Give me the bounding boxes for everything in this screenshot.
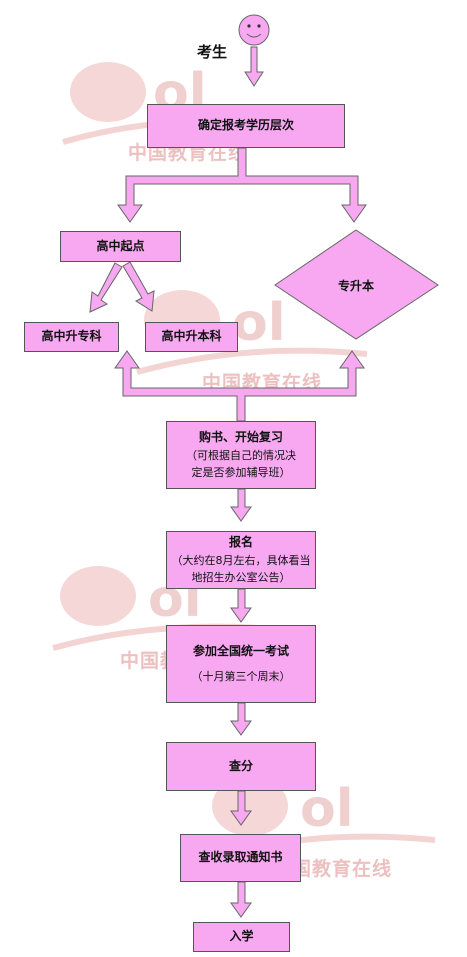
- node-label: 查收录取通知书: [198, 850, 283, 865]
- node-hs-to-junior: 高中升专科: [24, 322, 119, 352]
- node-label: 查分: [228, 758, 253, 773]
- arrow-down: [230, 790, 252, 826]
- arrow-down: [230, 588, 252, 623]
- node-enroll: 入学: [193, 922, 290, 952]
- node-label: 入学: [229, 929, 254, 944]
- node-junior-to-bachelor: 专升本: [274, 229, 439, 340]
- node-highschool-start: 高中起点: [60, 231, 181, 262]
- node-hs-to-bachelor: 高中升本科: [145, 322, 238, 352]
- node-label: 参加全国统一考试: [192, 643, 289, 658]
- branch-connector: [117, 147, 367, 223]
- svg-text:ol: ol: [232, 293, 286, 353]
- node-note: （十月第三个周末）: [191, 670, 291, 684]
- start-label: 考生: [197, 43, 228, 61]
- node-label: 购书、开始复习: [198, 430, 283, 445]
- merge-connector: [114, 350, 365, 422]
- node-label: 专升本: [338, 278, 374, 293]
- arrow-down: [230, 702, 252, 736]
- arrow-diagonal-right: [122, 261, 155, 312]
- node-note: 定是否参加辅导班）: [191, 465, 291, 479]
- node-buy-books: 购书、开始复习 （可根据自己的情况决 定是否参加辅导班）: [166, 421, 316, 489]
- node-label: 确定报考学历层次: [197, 118, 294, 133]
- node-note: （大约在8月左右，具体看当: [171, 553, 311, 567]
- smiley-face-icon: [238, 14, 270, 46]
- arrow-down: [244, 46, 264, 87]
- node-label: 高中起点: [96, 238, 145, 253]
- node-note: （可根据自己的情况决: [186, 448, 296, 462]
- node-note: 地招生办公室公告）: [191, 570, 291, 584]
- node-label: 报名: [228, 535, 253, 550]
- watermark-text: 中国教育在线: [272, 858, 393, 880]
- arrow-down: [230, 488, 252, 522]
- node-admission: 查收录取通知书: [180, 834, 301, 882]
- node-label: 高中升专科: [41, 329, 102, 344]
- node-label: 高中升本科: [161, 329, 222, 344]
- node-determine-level: 确定报考学历层次: [147, 104, 345, 148]
- arrow-down: [230, 881, 252, 918]
- node-register: 报名 （大约在8月左右，具体看当 地招生办公室公告）: [166, 531, 316, 589]
- node-score: 查分: [166, 742, 316, 791]
- node-exam: 参加全国统一考试 （十月第三个周末）: [166, 625, 316, 703]
- arrow-diagonal-left: [89, 262, 123, 313]
